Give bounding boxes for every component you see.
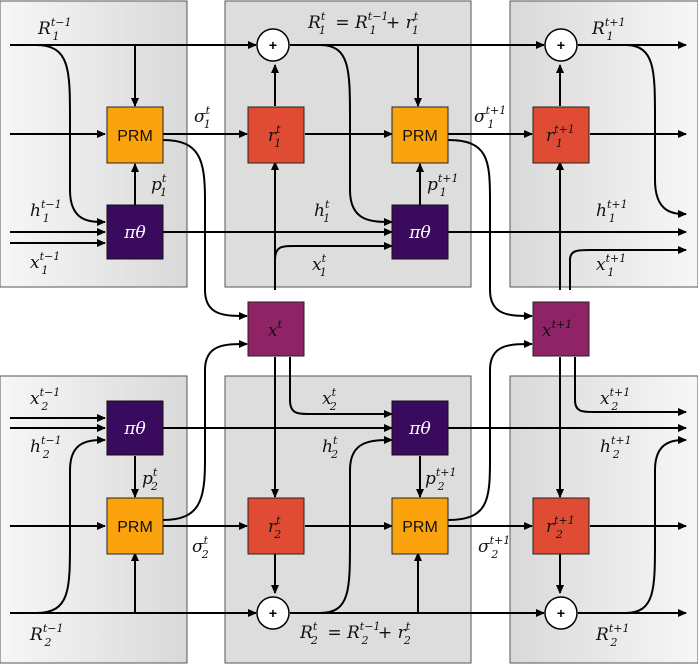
wires-agent-1	[10, 41, 687, 320]
state-box-xtp1	[532, 301, 590, 357]
sum-node-top-tp1	[544, 28, 578, 62]
reward-box-r2tp1	[532, 497, 590, 555]
sum-label: +	[269, 605, 277, 621]
prm-box-1-t	[391, 106, 449, 164]
node-text-xt: xt	[268, 318, 283, 341]
sum-node-bottom-tp1	[544, 596, 578, 630]
policy-box-1-t	[391, 204, 449, 260]
policy-label: πθ	[408, 223, 430, 243]
sum-node-top-t	[256, 28, 290, 62]
sum-label: +	[557, 37, 565, 53]
state-box-xt	[247, 301, 305, 357]
prm-box-2-t	[391, 497, 449, 555]
reward-box-r2t	[247, 497, 305, 555]
prm-box-1-tm1	[106, 106, 164, 164]
policy-label: πθ	[123, 223, 145, 243]
node-text-xtp1: xt+1	[542, 318, 572, 341]
state-label-xt: xt	[268, 318, 283, 341]
sum-label: +	[557, 605, 565, 621]
policy-box-1-tm1	[106, 204, 164, 260]
state-label-xtp1: xt+1	[542, 318, 572, 341]
prm-box-2-tm1	[106, 497, 164, 555]
policy-box-2-tm1	[106, 400, 164, 456]
prm-label: PRM	[117, 128, 153, 145]
sum-node-bottom-t	[256, 596, 290, 630]
policy-label: πθ	[408, 419, 430, 439]
policy-box-2-t	[391, 400, 449, 456]
prm-label: PRM	[402, 519, 438, 536]
sum-label: +	[269, 37, 277, 53]
reward-box-r1t	[247, 106, 305, 164]
policy-label: πθ	[123, 419, 145, 439]
wires-agent-2	[10, 340, 687, 617]
prm-label: PRM	[117, 519, 153, 536]
prm-label: PRM	[402, 128, 438, 145]
reward-box-r1tp1	[532, 106, 590, 164]
